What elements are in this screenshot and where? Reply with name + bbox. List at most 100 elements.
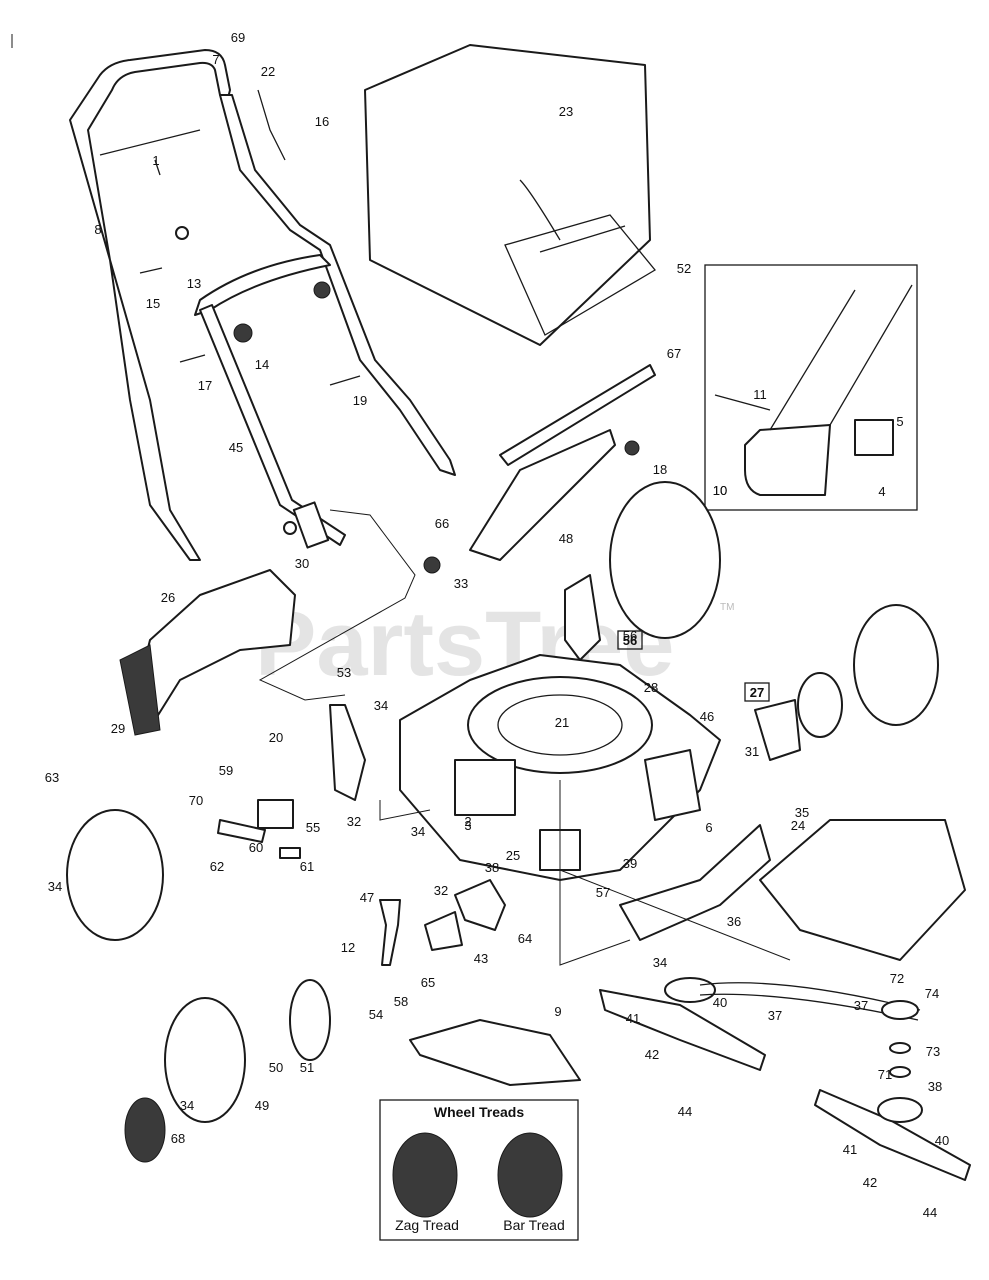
- part-label: 58: [394, 994, 408, 1009]
- part-label: 40: [713, 995, 727, 1010]
- part-label: 22: [261, 64, 275, 79]
- part-label: 65: [421, 975, 435, 990]
- part-label: 29: [111, 721, 125, 736]
- part-label: 34: [180, 1098, 194, 1113]
- part-label: 60: [249, 840, 263, 855]
- part-label: 8: [94, 222, 101, 237]
- wheels: [66, 481, 939, 1163]
- part-label: 4: [878, 484, 885, 499]
- part-label: 34: [374, 698, 388, 713]
- part-label: 67: [667, 346, 681, 361]
- wheel-treads-box: [379, 1099, 579, 1241]
- part-label: 5: [896, 414, 903, 429]
- front-height-bracket: [329, 704, 366, 801]
- bar-tread-icon: [497, 1132, 563, 1218]
- zag-tread-label: Zag Tread: [395, 1217, 459, 1233]
- mulch-plug: [409, 1019, 581, 1086]
- part-label: 57: [596, 885, 610, 900]
- part-label: 7: [212, 52, 219, 67]
- boxed-label-27: 27: [750, 685, 764, 700]
- part-label: 44: [923, 1205, 937, 1220]
- part-label: 54: [369, 1007, 383, 1022]
- part-label: 49: [255, 1098, 269, 1113]
- part-label: 11: [753, 387, 767, 402]
- part-label: 47: [360, 890, 374, 905]
- part-label: 50: [269, 1060, 283, 1075]
- handle-assembly: [69, 49, 456, 561]
- part-label: 2: [464, 814, 471, 829]
- part-label: 38: [928, 1079, 942, 1094]
- part-labels: 6972216182313155214171967451154101866483…: [45, 30, 949, 1220]
- part-label: 64: [518, 931, 532, 946]
- rear-height-bracket: [454, 879, 506, 931]
- part-label: 12: [341, 940, 355, 955]
- part-label: 73: [926, 1044, 940, 1059]
- rear-door: [469, 429, 616, 561]
- part-label: 37: [768, 1008, 782, 1023]
- part-label: 70: [189, 793, 203, 808]
- part-label: 10: [713, 483, 727, 498]
- part-label: 66: [435, 516, 449, 531]
- part-label: 25: [506, 848, 520, 863]
- part-label: 44: [678, 1104, 692, 1119]
- part-label: 40: [935, 1133, 949, 1148]
- part-label: 59: [219, 763, 233, 778]
- box-56: [617, 630, 643, 650]
- part-label: 39: [623, 856, 637, 871]
- part-label: 53: [337, 665, 351, 680]
- watermark-tm: TM: [720, 602, 734, 613]
- part-label: 56: [623, 628, 637, 643]
- inset-frame-10: [704, 264, 918, 511]
- blades: [599, 977, 971, 1181]
- part-label: 74: [925, 986, 939, 1001]
- part-label: 63: [45, 770, 59, 785]
- boxed-label-10: 10: [713, 483, 727, 498]
- part-label: 69: [231, 30, 245, 45]
- part-label: 24: [791, 818, 805, 833]
- part-label: 48: [559, 531, 573, 546]
- part-label: 26: [161, 590, 175, 605]
- part-label: 51: [300, 1060, 314, 1075]
- part-label: 33: [454, 576, 468, 591]
- leader-lines: [258, 509, 791, 966]
- part-label: 45: [229, 440, 243, 455]
- part-label: 72: [890, 971, 904, 986]
- part-label: 9: [554, 1004, 561, 1019]
- part-label: 27: [750, 685, 764, 700]
- grass-bag: [364, 44, 656, 346]
- part-label: 1: [152, 153, 159, 168]
- part-label: 41: [626, 1011, 640, 1026]
- side-chute: [759, 819, 966, 961]
- part-label: 15: [146, 296, 160, 311]
- part-label: 32: [347, 814, 361, 829]
- part-label: 42: [645, 1047, 659, 1062]
- part-label: 42: [863, 1175, 877, 1190]
- part-label: 68: [171, 1131, 185, 1146]
- part-label: 21: [555, 715, 569, 730]
- zag-tread-icon: [392, 1132, 458, 1218]
- mower-deck: [399, 654, 721, 881]
- part-label: 17: [198, 378, 212, 393]
- part-label: 14: [255, 357, 269, 372]
- part-label: 32: [434, 883, 448, 898]
- part-label: 18: [653, 462, 667, 477]
- part-label: 20: [269, 730, 283, 745]
- part-label: 28: [644, 680, 658, 695]
- part-label: 43: [474, 951, 488, 966]
- part-label: 35: [795, 805, 809, 820]
- part-label: 34: [411, 824, 425, 839]
- part-label: 19: [353, 393, 367, 408]
- part-label: 61: [300, 859, 314, 874]
- part-label: 30: [295, 556, 309, 571]
- rod-67: [499, 364, 656, 466]
- part-label: 52: [677, 261, 691, 276]
- part-label: 36: [727, 914, 741, 929]
- part-label: 38: [485, 860, 499, 875]
- wheel-treads-title: Wheel Treads: [434, 1104, 524, 1120]
- part-label: 41: [843, 1142, 857, 1157]
- part-label: 34: [48, 879, 62, 894]
- part-label: 6: [705, 820, 712, 835]
- part-label: 34: [653, 955, 667, 970]
- part-label: 62: [210, 859, 224, 874]
